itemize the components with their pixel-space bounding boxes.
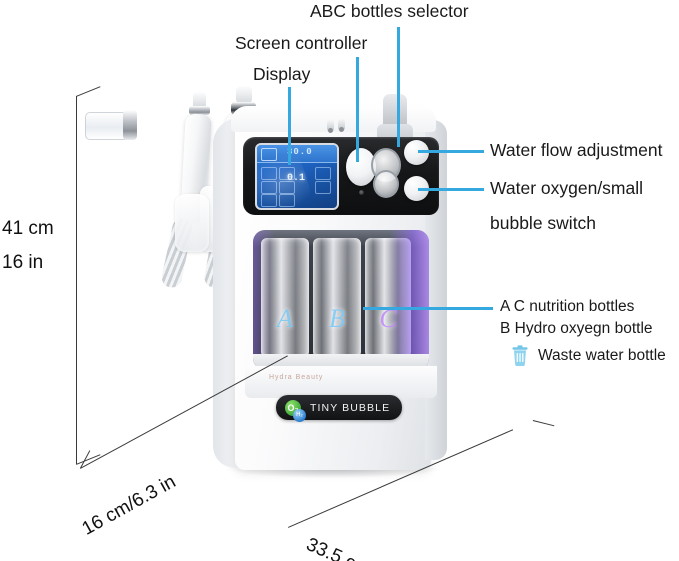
callout-screen-controller: Screen controller: [235, 33, 368, 53]
machine-illustration: 30.0 0.1 A: [85, 86, 447, 480]
lcd-display[interactable]: 30.0 0.1: [255, 143, 339, 210]
connector-port-2[interactable]: [338, 119, 345, 132]
brand-name: TINY BUBBLE: [310, 401, 391, 414]
panel-port-dot: [359, 190, 364, 195]
lcd-readout: 30.0: [287, 147, 313, 157]
leader-line-nutrition-bottles: [363, 307, 493, 310]
lcd-status-bar: [257, 145, 337, 163]
leader-line-abc-bottles-selector: [397, 27, 400, 147]
callout-hydro-oxygen-bottle: B Hydro oxyegn bottle: [500, 320, 653, 337]
bottle-chamber: A B C: [253, 230, 429, 370]
callout-abc-bottles-selector: ABC bottles selector: [310, 1, 469, 21]
lcd-center-value: 0.1: [287, 173, 305, 184]
dimension-arrow-width: [532, 420, 555, 427]
callout-display: Display: [253, 64, 311, 84]
leader-line-water-oxygen-switch: [418, 188, 484, 191]
leader-line-screen-controller: [356, 57, 359, 162]
dimension-height-in: 16 in: [2, 252, 44, 273]
bottle-b-letter: B: [329, 304, 345, 333]
abc-bottles-selector-knob-lower[interactable]: [373, 170, 399, 198]
trash-icon: [510, 345, 530, 367]
shelf-brand-text: Hydra Beauty: [269, 374, 324, 381]
dimension-depth-label: 16 cm/6.3 in: [78, 471, 180, 540]
h2-logo-icon: H₂: [293, 409, 306, 422]
bottle-b[interactable]: B: [313, 238, 361, 360]
connector-port-1[interactable]: [327, 120, 334, 133]
lcd-button-grid: [261, 167, 333, 207]
waste-water-bottle-row: Waste water bottle: [510, 345, 666, 367]
callout-water-flow-adjustment: Water flow adjustment: [490, 140, 663, 160]
handpiece-1-tip: [193, 92, 206, 108]
dimension-width-label: 33.5 cm/13.2 in: [303, 534, 430, 561]
dimension-tick-height-top: [76, 86, 101, 97]
handpiece-1-chrome: [189, 106, 210, 115]
callout-nutrition-bottles: A C nutrition bottles: [500, 298, 635, 315]
callout-waste-water-bottle: Waste water bottle: [538, 347, 666, 364]
chamber-glow-right: [389, 230, 429, 370]
brand-badge: O₂ H₂ TINY BUBBLE: [276, 395, 402, 422]
dimension-line-height: [76, 96, 77, 464]
handpiece-holder-left: [175, 194, 209, 252]
callout-water-oxygen-switch-line1: Water oxygen/small: [490, 178, 644, 198]
callout-water-oxygen-switch-line2: bubble switch: [490, 213, 597, 233]
leader-line-water-flow-adjustment: [418, 150, 484, 153]
leader-line-display: [288, 87, 291, 165]
lcd-mode-icon: [261, 148, 277, 161]
bottle-a[interactable]: A: [261, 238, 309, 360]
bottle-a-letter: A: [277, 304, 293, 333]
cylinder-collar: [123, 110, 137, 140]
handpiece-2-tip: [236, 86, 252, 104]
machine-shelf: Hydra Beauty: [245, 366, 437, 398]
dimension-height-cm: 41 cm: [2, 218, 54, 239]
